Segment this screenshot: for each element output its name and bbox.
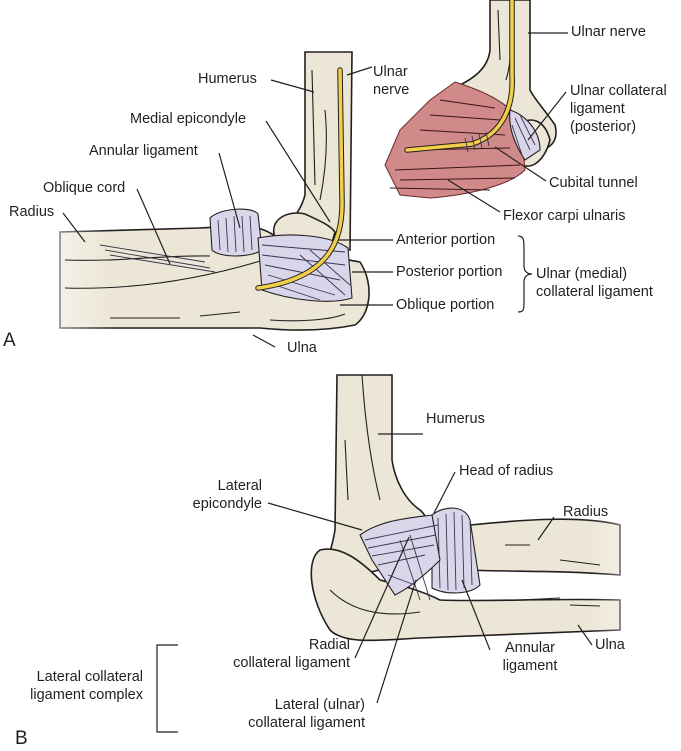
label-annular-ligament-b-line2: ligament [502, 658, 558, 674]
label-lateral-epicondyle-line1: Lateral [217, 478, 262, 494]
label-lateral-epicondyle-line2: epicondyle [192, 496, 262, 512]
label-flexor-carpi-ulnaris: Flexor carpi ulnaris [503, 208, 626, 224]
label-ulnar-nerve-inset: Ulnar nerve [571, 24, 646, 40]
label-ulna-a: Ulna [287, 340, 317, 356]
label-radius-a: Radius [9, 204, 55, 220]
label-ulnar-nerve-a-line1: Ulnar [373, 64, 408, 80]
ulna-b [310, 548, 621, 642]
label-oblique-portion: Oblique portion [396, 297, 495, 313]
ulnar-nerve-a [256, 68, 344, 290]
panel-a-illustration [0, 51, 370, 340]
label-ucl-group-line1: Ulnar (medial) [536, 266, 628, 282]
label-ucl-group-line2: collateral ligament [536, 284, 653, 300]
label-humerus-a: Humerus [198, 71, 257, 87]
cubital-tunnel [464, 131, 490, 153]
panel-label-b: B [15, 728, 28, 749]
label-lcl-complex-line2: ligament complex [30, 687, 143, 703]
label-lateral-ulnar-collateral-line2: collateral ligament [248, 715, 365, 731]
label-humerus-b: Humerus [426, 411, 485, 427]
label-oblique-cord: Oblique cord [43, 180, 126, 196]
label-radial-collateral-line2: collateral ligament [233, 655, 350, 671]
panel-label-a: A [3, 330, 16, 351]
label-ucl-posterior-line2: ligament [570, 101, 625, 117]
label-radial-collateral-line1: Radial [308, 637, 350, 653]
annular-ligament-b [431, 507, 481, 594]
ulnar-collateral-ligament-a [257, 234, 353, 302]
panel-b-illustration [310, 374, 681, 645]
radial-collateral-ligament [359, 514, 441, 596]
label-head-of-radius: Head of radius [459, 463, 554, 479]
label-medial-epicondyle: Medial epicondyle [130, 111, 247, 127]
label-annular-ligament-b-line1: Annular [505, 640, 555, 656]
label-cubital-tunnel: Cubital tunnel [549, 175, 638, 191]
lcl-complex-bracket [156, 644, 178, 733]
label-ulna-b: Ulna [595, 637, 625, 653]
label-ucl-posterior-line3: (posterior) [570, 119, 637, 135]
ulnar-nerve-inset [405, 0, 514, 152]
ucl-brace [517, 235, 533, 313]
panel-b-leader-lines [156, 433, 593, 733]
label-posterior-portion: Posterior portion [396, 264, 503, 280]
panel-a-leader-lines [62, 32, 568, 348]
label-ulnar-nerve-a-line2: nerve [373, 82, 410, 98]
label-anterior-portion: Anterior portion [396, 232, 496, 248]
oblique-cord [99, 244, 216, 273]
label-radius-b: Radius [563, 504, 609, 520]
label-ucl-posterior-line1: Ulnar collateral [570, 83, 667, 99]
label-lateral-ulnar-collateral-line1: Lateral (ulnar) [274, 697, 365, 713]
panel-a-inset-illustration [384, 0, 557, 199]
label-lcl-complex-line1: Lateral collateral [36, 669, 143, 685]
label-annular-ligament-a: Annular ligament [89, 143, 198, 159]
